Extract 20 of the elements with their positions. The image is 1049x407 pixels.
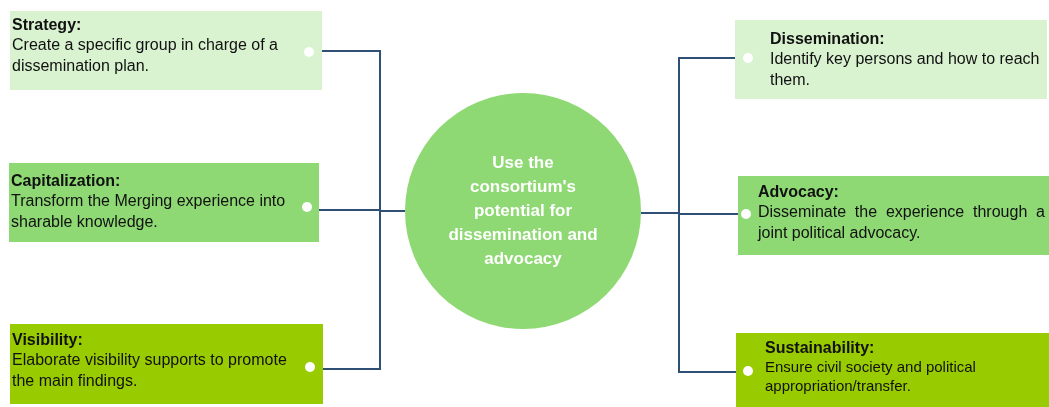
box-heading: Dissemination:	[770, 29, 886, 48]
topic-box	[10, 324, 323, 404]
box-heading: Visibility:	[12, 330, 84, 349]
box-text: Create a specific group in charge of a dissemination plan.	[12, 35, 279, 76]
topic-box	[9, 163, 319, 242]
box-text: Disseminate the experience through a joint political advocacy.	[758, 202, 1045, 243]
connector-line	[322, 210, 406, 370]
topic-title: Use the consortium's potential for dissemination and advocacy	[448, 152, 598, 270]
box-text: Transform the Merging experience into sharable knowledge.	[11, 191, 287, 232]
box-heading: Capitalization:	[11, 171, 122, 190]
topic-box	[738, 176, 1049, 255]
box-text: Elaborate visibility supports to promote the main findings.	[12, 350, 288, 391]
box-heading: Strategy:	[12, 15, 83, 34]
topic-box	[735, 20, 1047, 99]
box-text: Identify key persons and how to reach them.	[770, 49, 1041, 90]
box-heading: Advocacy:	[758, 182, 840, 201]
topic-box	[10, 11, 322, 90]
box-heading: Sustainability:	[765, 338, 876, 357]
box-text: Ensure civil society and political appropriation/transfer.	[765, 357, 977, 395]
topic-box	[736, 333, 1049, 407]
